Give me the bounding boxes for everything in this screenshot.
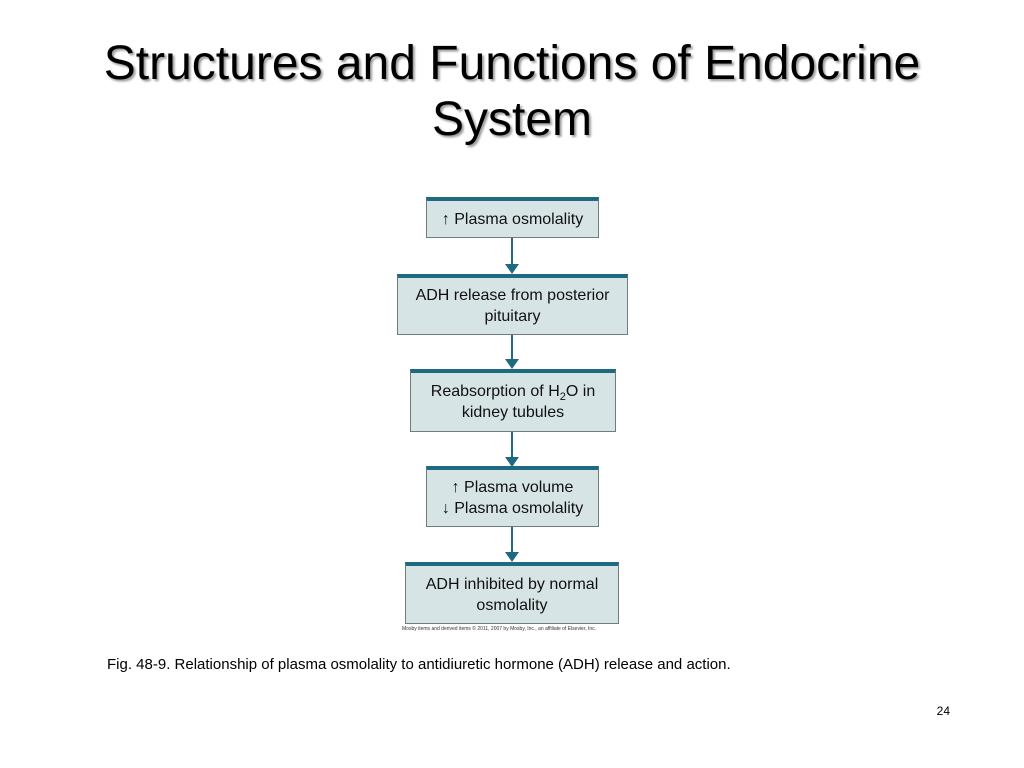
slide-title-line-2: System: [431, 93, 593, 146]
flow-arrow: [505, 335, 519, 369]
flow-box-text: ↓ Plasma osmolality: [441, 500, 584, 517]
flow-box-adh-release: ADH release from posterior pituitary: [397, 274, 628, 335]
flow-box-text: ADH release from posterior: [415, 287, 610, 304]
flow-box-water-reabsorption: Reabsorption of H2O in kidney tubules: [410, 369, 616, 432]
flow-box-text: osmolality: [476, 596, 548, 614]
flow-box-text: pituitary: [484, 308, 541, 325]
flow-box-text: ADH inhibited by normal: [425, 575, 599, 593]
slide-title: Structures and Functions of Endocrine Sy…: [40, 36, 984, 148]
figure-caption: Fig. 48-9. Relationship of plasma osmola…: [107, 656, 731, 673]
flow-arrow: [505, 527, 519, 562]
flow-box-adh-inhibited: ADH inhibited by normal osmolality: [405, 562, 619, 624]
flow-box-plasma-volume-change: ↑ Plasma volume ↓ Plasma osmolality: [426, 466, 599, 527]
flow-box-text: Reabsorption of H2O in: [430, 383, 596, 404]
flow-box-text: ↑ Plasma osmolality: [441, 210, 584, 228]
slide-title-line-1: Structures and Functions of Endocrine: [103, 37, 921, 90]
figure-copyright: Mosby items and derived items © 2011, 20…: [402, 626, 597, 632]
flow-arrow: [505, 238, 519, 274]
flow-box-text: ↑ Plasma volume: [451, 479, 574, 496]
flow-box-plasma-osmolality-increase: ↑ Plasma osmolality: [426, 197, 599, 238]
flow-box-text: kidney tubules: [461, 404, 565, 421]
flow-arrow: [505, 432, 519, 467]
page-number: 24: [936, 704, 950, 718]
